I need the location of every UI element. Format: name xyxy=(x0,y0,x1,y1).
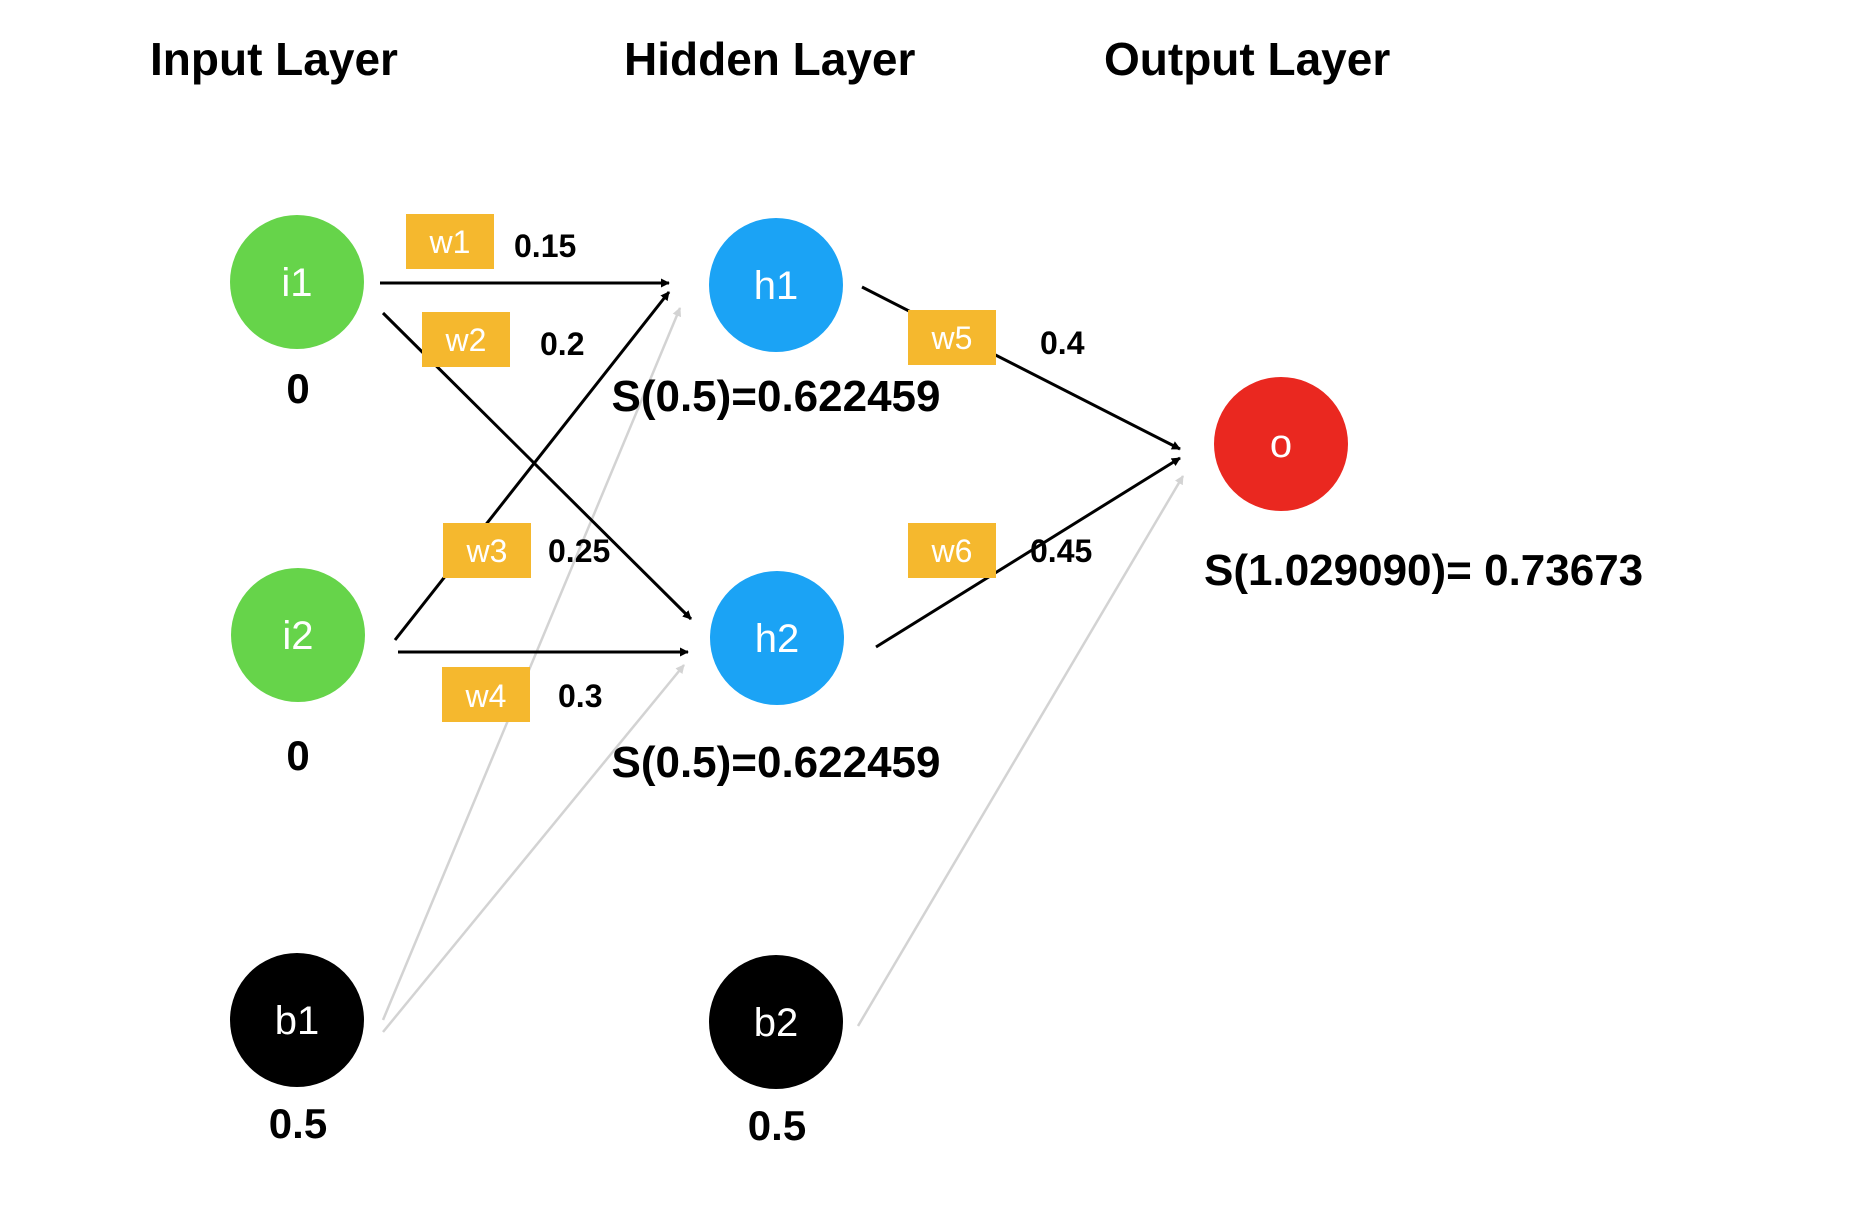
weight-w3-value: 0.25 xyxy=(548,533,610,569)
node-b1-circle xyxy=(230,953,364,1087)
node-h1-label: h1 xyxy=(754,264,799,308)
weight-w6: w6 0.45 xyxy=(908,523,1092,578)
weight-w1-box xyxy=(406,214,494,269)
node-i1: i1 0 xyxy=(230,215,364,412)
node-h2-activation: S(0.5)=0.622459 xyxy=(611,738,940,787)
weight-w1-value: 0.15 xyxy=(514,228,576,264)
node-h2-label: h2 xyxy=(755,617,800,661)
edge-i2-h1 xyxy=(393,291,671,641)
weight-w2-value: 0.2 xyxy=(540,326,584,362)
node-i2-circle xyxy=(231,568,365,702)
weight-w5-label: w5 xyxy=(931,320,973,356)
node-b2-value: 0.5 xyxy=(748,1102,806,1149)
weight-w2-box xyxy=(422,312,510,367)
edge-b2-o xyxy=(856,475,1185,1027)
weight-w5-box xyxy=(908,310,996,365)
node-i2: i2 0 xyxy=(231,568,365,779)
weight-w5-value: 0.4 xyxy=(1040,325,1085,361)
node-b2-label: b2 xyxy=(754,1001,799,1045)
weight-w2-label: w2 xyxy=(445,322,487,358)
node-i2-label: i2 xyxy=(282,614,313,658)
weight-w5: w5 0.4 xyxy=(908,310,1085,365)
node-o: o S(1.029090)= 0.73673 xyxy=(1204,377,1643,595)
node-i1-circle xyxy=(230,215,364,349)
weight-w6-value: 0.45 xyxy=(1030,533,1092,569)
node-h2-circle xyxy=(710,571,844,705)
hidden-layer-title: Hidden Layer xyxy=(624,33,916,85)
weight-w4: w4 0.3 xyxy=(442,667,602,722)
weight-w4-value: 0.3 xyxy=(558,678,602,714)
node-h1-circle xyxy=(709,218,843,352)
weight-w3-label: w3 xyxy=(466,533,508,569)
weight-w1-label: w1 xyxy=(429,224,471,260)
input-layer-title: Input Layer xyxy=(150,33,398,85)
weight-w1: w1 0.15 xyxy=(406,214,576,269)
edge-b1-h1 xyxy=(381,307,682,1021)
weight-w3-box xyxy=(443,523,531,578)
node-h2: h2 S(0.5)=0.622459 xyxy=(611,571,941,787)
node-o-activation: S(1.029090)= 0.73673 xyxy=(1204,546,1643,595)
node-i1-value: 0 xyxy=(286,365,309,412)
node-b1: b1 0.5 xyxy=(230,953,364,1147)
node-i1-label: i1 xyxy=(281,261,312,305)
node-b1-label: b1 xyxy=(275,999,320,1043)
node-i2-value: 0 xyxy=(286,732,309,779)
node-b1-value: 0.5 xyxy=(269,1100,327,1147)
node-h1: h1 S(0.5)=0.622459 xyxy=(611,218,941,421)
node-o-label: o xyxy=(1270,422,1292,466)
node-b2-circle xyxy=(709,955,843,1089)
node-o-circle xyxy=(1214,377,1348,511)
node-b2: b2 0.5 xyxy=(709,955,843,1149)
weight-w4-label: w4 xyxy=(465,678,507,714)
edge-h2-o xyxy=(875,456,1181,649)
node-h1-activation: S(0.5)=0.622459 xyxy=(611,372,940,421)
edge-b1-h2 xyxy=(382,664,685,1033)
output-layer-title: Output Layer xyxy=(1104,33,1390,85)
weight-w6-label: w6 xyxy=(931,533,973,569)
weight-w2: w2 0.2 xyxy=(422,312,584,367)
weight-w3: w3 0.25 xyxy=(443,523,610,578)
weight-w4-box xyxy=(442,667,530,722)
weight-w6-box xyxy=(908,523,996,578)
